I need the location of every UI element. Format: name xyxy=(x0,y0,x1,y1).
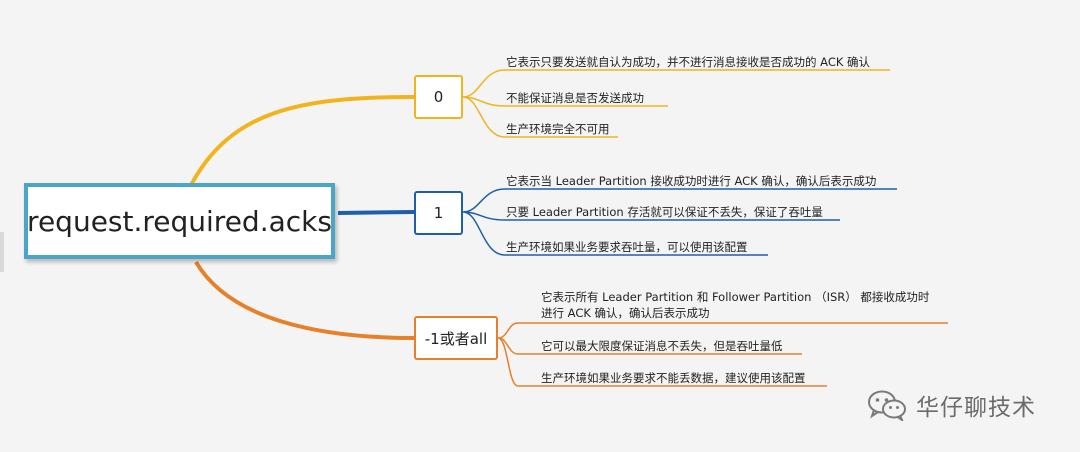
connector-0 xyxy=(188,95,415,188)
branch-label-0: 0 xyxy=(433,88,444,106)
leaf-0-3: 生产环境完全不可用 xyxy=(506,122,610,136)
leaf-0-1: 它表示只要发送就自认为成功，并不进行消息接收是否成功的 ACK 确认 xyxy=(506,55,871,69)
branch-node-all[interactable]: -1或者all xyxy=(414,316,498,360)
canvas-edge-marker xyxy=(0,232,4,272)
wechat-icon xyxy=(868,390,906,421)
leaf-all-1a: 它表示所有 Leader Partition 和 Follower Partit… xyxy=(541,290,930,304)
watermark: 华仔聊技术 xyxy=(866,388,1036,422)
branch-node-0[interactable]: 0 xyxy=(414,75,463,119)
leaf-all-3: 生产环境如果业务要求不能丢数据，建议使用该配置 xyxy=(541,371,806,385)
root-node[interactable]: request.required.acks xyxy=(24,183,335,259)
connector-all xyxy=(194,260,415,340)
branch-label-1: 1 xyxy=(433,204,444,222)
leaf-1-1: 它表示当 Leader Partition 接收成功时进行 ACK 确认，确认后… xyxy=(506,174,877,188)
leaf-1-3: 生产环境如果业务要求吞吐量，可以使用该配置 xyxy=(506,240,748,254)
leaf-all-1b: 进行 ACK 确认，确认后表示成功 xyxy=(541,306,710,320)
branch-node-1[interactable]: 1 xyxy=(414,191,463,235)
leaf-1-2: 只要 Leader Partition 存活就可以保证不丢失，保证了吞吐量 xyxy=(506,205,823,219)
branch-label-all: -1或者all xyxy=(424,329,488,348)
root-label: request.required.acks xyxy=(27,204,332,238)
connector-1-leaves xyxy=(462,188,897,256)
leaf-0-2: 不能保证消息是否发送成功 xyxy=(506,91,644,105)
watermark-text: 华仔聊技术 xyxy=(916,395,1036,421)
leaf-all-2: 它可以最大限度保证消息不丢失，但是吞吐量低 xyxy=(541,339,783,353)
connector-all-leaves xyxy=(497,322,948,387)
connector-0-leaves xyxy=(462,69,890,138)
connector-1 xyxy=(337,210,415,215)
